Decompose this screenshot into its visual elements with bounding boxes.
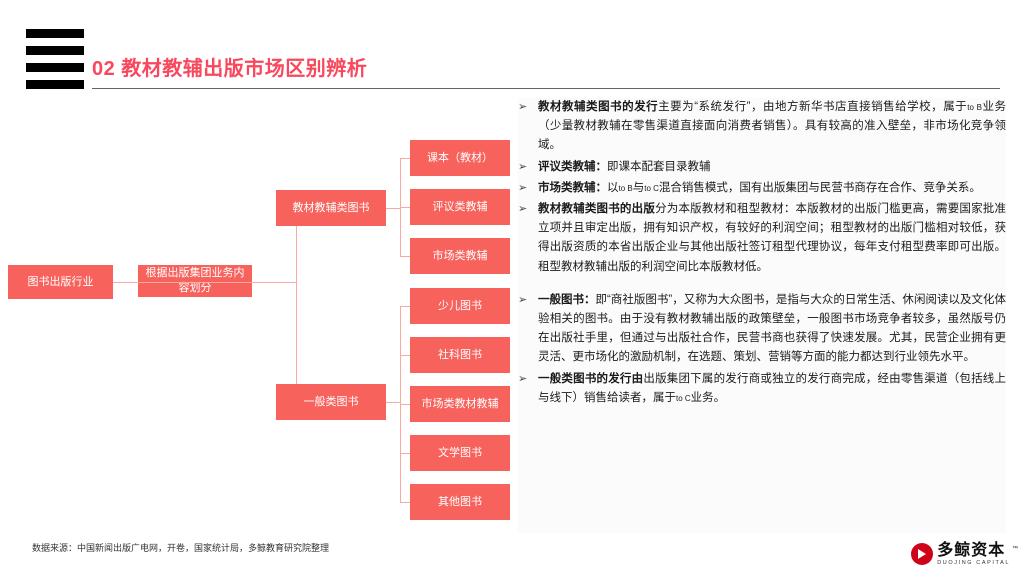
list-item: ➢ 一般图书：即“商社版图书”，又称为大众图书，是指与大众的日常生活、休闲阅读以及… (518, 291, 1006, 368)
node-label: 少儿图书 (438, 299, 482, 312)
node-label: 其他图书 (438, 495, 482, 508)
bullet-text: 一般类图书的发行由出版集团下属的发行商或独立的发行商完成，经由零售渠道（包括线上… (538, 370, 1006, 408)
hamburger-bar (26, 63, 84, 72)
node-child-2-3[interactable]: 市场类教材教辅 (410, 386, 510, 422)
bullet-lead-term: 教材教辅类图书的发行 (538, 101, 659, 113)
node-child-1-3[interactable]: 市场类教辅 (410, 238, 510, 274)
hamburger-icon (26, 29, 84, 91)
title-divider (92, 88, 1000, 89)
logo-text: 多鲸资本 ™ DUOJING CAPITAL (937, 541, 1018, 567)
bullet-text: 评议类教辅：即课本配套目录教辅 (538, 158, 1006, 177)
node-label: 市场类教材教辅 (421, 397, 499, 410)
bullet-lead-term: 评议类教辅： (538, 160, 607, 173)
source-note: 数据来源：中国新闻出版广电网，开卷，国家统计局，多鲸教育研究院整理 (32, 543, 330, 553)
node-label: 社科图书 (438, 348, 482, 361)
hamburger-bar (26, 46, 84, 55)
node-label: 图书出版行业 (27, 275, 94, 288)
connector-branch-stem-1 (386, 208, 400, 209)
bullet-body-text: 混合销售模式，国有出版集团与民营书商存在合作、竞争关系。 (658, 181, 981, 194)
connector-branch-stem-2 (386, 402, 400, 403)
node-label: 课本（教材） (427, 151, 493, 164)
node-child-2-5[interactable]: 其他图书 (410, 484, 510, 520)
bullet-lead-term: 教材教辅类图书的出版 (538, 203, 656, 216)
inline-abbrev: to B (967, 103, 982, 112)
node-root[interactable]: 图书出版行业 (8, 265, 113, 299)
inline-abbrev: to C (676, 393, 691, 403)
bullet-lead-term: 一般类图书的发行由 (538, 372, 644, 385)
logo-name-en: DUOJING CAPITAL (937, 559, 1010, 566)
connector-child-2-4 (400, 453, 410, 454)
logo-name-cn: 多鲸资本 ™ (937, 541, 1018, 559)
node-label: 教材教辅类图书 (292, 201, 370, 214)
node-split-label[interactable]: 根据出版集团业务内容划分 (138, 265, 252, 297)
list-item: ➢ 一般类图书的发行由出版集团下属的发行商或独立的发行商完成，经由零售渠道（包括线… (518, 370, 1006, 408)
analysis-panel: ➢教材教辅类图书的发行主要为“系统发行”，由地方新华书店直接销售给学校，属于to… (518, 98, 1006, 533)
hamburger-bar (26, 29, 84, 38)
bullet-text: 教材教辅类图书的发行主要为“系统发行”，由地方新华书店直接销售给学校，属于to … (538, 98, 1006, 156)
inline-abbrev: to C (644, 183, 659, 193)
bullet-arrow-icon: ➢ (518, 293, 528, 306)
connector-child-1-1 (400, 158, 410, 159)
bullet-body-text: 与 (632, 181, 645, 194)
connector-spine (296, 208, 297, 402)
node-label: 市场类教辅 (432, 249, 488, 262)
hamburger-bar (26, 80, 84, 89)
bullet-arrow-icon: ➢ (518, 203, 528, 216)
bullet-text: 一般图书：即“商社版图书”，又称为大众图书，是指与大众的日常生活、休闲阅读以及文… (538, 291, 1006, 368)
connector-child-2-2 (400, 355, 410, 356)
bullet-arrow-icon: ➢ (518, 101, 528, 113)
node-child-1-1[interactable]: 课本（教材） (410, 140, 510, 176)
bullet-arrow-icon: ➢ (518, 160, 528, 173)
bullet-text: 教材教辅类图书的出版分为本版教材和租型教材：本版教材的出版门槛更高，需要国家批准… (538, 200, 1006, 277)
connector-child-1-2 (400, 207, 410, 208)
node-branch-2[interactable]: 一般类图书 (276, 384, 386, 420)
connector-child-2-3 (400, 404, 410, 405)
bullet-arrow-icon: ➢ (518, 181, 528, 194)
node-label: 一般类图书 (303, 395, 359, 408)
page-title: 02 教材教辅出版市场区别辨析 (92, 58, 368, 80)
bullet-body-text: 业务。 (690, 391, 726, 404)
node-branch-1[interactable]: 教材教辅类图书 (276, 190, 386, 226)
bullet-body-text: 分为本版教材和租型教材：本版教材的出版门槛更高，需要国家批准立项并且审定出版，拥… (538, 203, 1007, 273)
node-child-2-1[interactable]: 少儿图书 (410, 288, 510, 324)
connector-child-2-5 (400, 502, 410, 503)
logo-mark-icon (911, 543, 934, 565)
node-label: 评议类教辅 (432, 200, 488, 213)
list-item: ➢ 教材教辅类图书的出版分为本版教材和租型教材：本版教材的出版门槛更高，需要国家批… (518, 200, 1006, 277)
bullet-body-text: 以 (607, 181, 619, 194)
bullet-body-text: 出版集团下属的发行商或独立的发行商完成，经由零售渠道（包括线上与线下）销售给读者… (538, 372, 1007, 404)
connector-root-trunk (113, 282, 296, 283)
trademark-icon: ™ (1012, 545, 1019, 552)
brand-logo: 多鲸资本 ™ DUOJING CAPITAL (911, 538, 1018, 570)
list-item: ➢ 教材教辅类图书的发行主要为“系统发行”，由地方新华书店直接销售给学校，属于to… (518, 98, 1006, 156)
bullet-lead-term: 市场类教辅： (538, 181, 607, 194)
connector-child-2-1 (400, 306, 410, 307)
list-item: ➢ 市场类教辅：以to B与to C混合销售模式，国有出版集团与民营书商存在合作、… (518, 179, 1006, 198)
connector-child-1-3 (400, 256, 410, 257)
bullet-lead-term: 一般图书： (538, 293, 596, 306)
node-child-1-2[interactable]: 评议类教辅 (410, 189, 510, 225)
bullet-body-text: 即“商社版图书”，又称为大众图书，是指与大众的日常生活、休闲阅读以及文化体验相关… (538, 293, 1007, 364)
node-label: 文学图书 (438, 446, 482, 459)
bullet-body-text: 主要为“系统发行”，由地方新华书店直接销售给学校，属于 (658, 101, 968, 113)
list-item: ➢ 评议类教辅：即课本配套目录教辅 (518, 158, 1006, 177)
logo-name-cn-text: 多鲸资本 (937, 541, 1006, 559)
org-diagram: 图书出版行业 根据出版集团业务内容划分 教材教辅类图书 课本（教材） 评议类教辅市场类教… (0, 96, 510, 536)
node-child-2-4[interactable]: 文学图书 (410, 435, 510, 471)
bullet-list: ➢教材教辅类图书的发行主要为“系统发行”，由地方新华书店直接销售给学校，属于to… (518, 98, 1006, 408)
bullet-text: 市场类教辅：以to B与to C混合销售模式，国有出版集团与民营书商存在合作、竞… (538, 179, 1006, 198)
node-child-2-2[interactable]: 社科图书 (410, 337, 510, 373)
inline-abbrev: to B (618, 183, 633, 193)
bullet-body-text: 即课本配套目录教辅 (607, 160, 711, 173)
node-label: 根据出版集团业务内容划分 (145, 267, 245, 294)
bullet-body-text: 业务（少量教材教辅在零售渠道直接面向消费者销售）。具有较高的准入壁垒，非市场化竞… (538, 101, 1007, 152)
bullet-arrow-icon: ➢ (518, 372, 528, 385)
